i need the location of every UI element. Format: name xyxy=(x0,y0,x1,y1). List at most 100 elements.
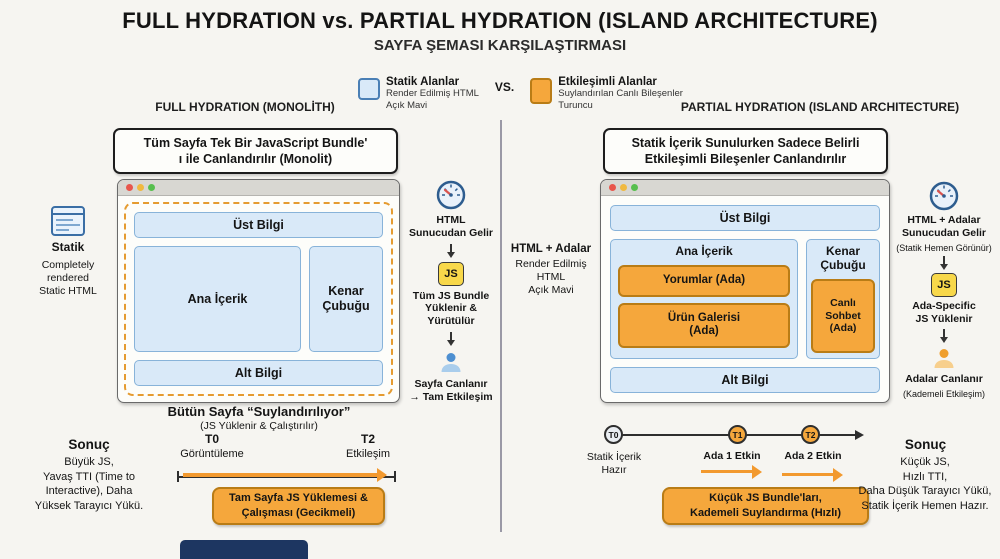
static-color-swatch xyxy=(358,78,380,100)
minimize-dot-icon xyxy=(620,184,627,191)
legend-vs-label: VS. xyxy=(494,80,515,94)
user-icon xyxy=(934,348,954,368)
legend: Statik Alanlar Render Edilmiş HTML Açık … xyxy=(358,76,683,112)
down-arrow-icon xyxy=(447,243,455,258)
timeline-node-t1: T1 xyxy=(728,425,747,444)
close-dot-icon xyxy=(126,184,133,191)
legend-interactive-group: Etkileşimli Alanlar Suylandırılan Canlı … xyxy=(530,76,683,112)
minimize-dot-icon xyxy=(137,184,144,191)
left-timeline-t2: T2 Etkileşim xyxy=(333,432,403,461)
watermark-bar xyxy=(180,540,308,559)
left-sidebar-region: Kenar Çubuğu xyxy=(309,246,383,352)
legend-static-label: Statik Alanlar xyxy=(386,76,460,88)
right-sidebar-region: Kenar Çubuğu Canlı Sohbet (Ada) xyxy=(806,239,880,359)
left-hydrate-title: Bütün Sayfa “Suylandırılıyor” xyxy=(167,404,351,419)
right-section-label: PARTIAL HYDRATION (ISLAND ARCHITECTURE) xyxy=(680,100,960,114)
page-subtitle: SAYFA ŞEMASI KARŞILAŞTIRMASI xyxy=(373,37,627,54)
right-title-box: Statik İçerik Sunulurken Sadece Belirli … xyxy=(603,128,888,174)
left-browser-body: Üst Bilgi Ana İçerik Kenar Çubuğu Alt Bi… xyxy=(118,196,399,402)
legend-static-group: Statik Alanlar Render Edilmiş HTML Açık … xyxy=(358,76,479,112)
user-icon xyxy=(441,352,461,372)
legend-interactive-text: Etkileşimli Alanlar Suylandırılan Canlı … xyxy=(558,76,683,112)
right-step2-text: Ada-Specific JS Yüklenir xyxy=(912,300,976,326)
left-main-region: Ana İçerik xyxy=(134,246,301,352)
left-result-title: Sonuç xyxy=(68,437,110,452)
left-section-label: FULL HYDRATION (MONOLİTH) xyxy=(155,100,335,114)
down-arrow-icon xyxy=(940,328,948,343)
interactive-color-swatch xyxy=(530,78,553,104)
island-gallery: Ürün Galerisi (Ada) xyxy=(618,302,790,348)
left-step1-text: HTML Sunucudan Gelir xyxy=(408,214,493,239)
right-steps-column: HTML + Adalar Sunucudan Gelir (Statik He… xyxy=(893,181,995,400)
right-sidebar-label: Kenar Çubuğu xyxy=(820,244,866,272)
right-orange-note: Küçük JS Bundle'ları, Kademeli Suylandır… xyxy=(662,487,869,525)
close-dot-icon xyxy=(609,184,616,191)
island2-progress-arrow xyxy=(782,468,843,482)
speedometer-icon xyxy=(436,180,466,210)
right-browser-layout: Üst Bilgi Ana İçerik Yorumlar (Ada) Ürün… xyxy=(607,202,883,396)
right-main-label: Ana İçerik xyxy=(675,244,733,258)
right-step3-title: Adalar Canlanır xyxy=(905,372,983,385)
t2-active-label: Ada 2 Etkin xyxy=(784,450,842,462)
maximize-dot-icon xyxy=(631,184,638,191)
static-note-body: Completely rendered Static HTML xyxy=(39,258,97,297)
t0-marker: T0 xyxy=(204,432,219,446)
down-arrow-icon xyxy=(940,256,948,271)
timeline-node-t2: T2 xyxy=(801,425,820,444)
js-bundle-icon: JS xyxy=(931,273,957,298)
left-title-box: Tüm Sayfa Tek Bir JavaScript Bundle' ı i… xyxy=(113,128,398,174)
left-timeline-t0: T0 Görüntüleme xyxy=(172,432,252,461)
maximize-dot-icon xyxy=(148,184,155,191)
js-bundle-icon: JS xyxy=(438,261,464,286)
center-divider xyxy=(500,120,502,532)
left-step2-text: Tüm JS Bundle Yüklenir & Yürütülür xyxy=(412,289,490,328)
right-result-title: Sonuç xyxy=(904,437,947,452)
right-header-region: Üst Bilgi xyxy=(610,205,880,231)
static-html-icon xyxy=(51,206,85,236)
full-hydration-boundary: Üst Bilgi Ana İçerik Kenar Çubuğu Alt Bi… xyxy=(124,202,393,396)
html-note-body: Render Edilmiş HTML Açık Mavi xyxy=(515,258,587,297)
down-arrow-icon xyxy=(447,331,455,346)
left-timeline-line xyxy=(178,476,395,478)
t0-ready-label: Statik İçerik Hazır xyxy=(586,451,642,477)
right-browser-titlebar xyxy=(601,180,889,196)
right-browser-body: Üst Bilgi Ana İçerik Yorumlar (Ada) Ürün… xyxy=(601,196,889,402)
legend-interactive-label: Etkileşimli Alanlar xyxy=(558,76,657,88)
island1-progress-arrow xyxy=(701,465,762,479)
left-hydrate-sub: (JS Yüklenir & Çalıştırılır) xyxy=(200,420,318,432)
t2-label: Etkileşim xyxy=(345,447,390,460)
right-mid-row: Ana İçerik Yorumlar (Ada) Ürün Galerisi … xyxy=(610,239,880,359)
island-comments: Yorumlar (Ada) xyxy=(618,264,790,297)
left-progress-arrow xyxy=(183,468,387,482)
left-step3-text: Sayfa Canlanır → Tam Etkileşim xyxy=(409,377,493,403)
left-browser-window: Üst Bilgi Ana İçerik Kenar Çubuğu Alt Bi… xyxy=(117,179,400,403)
static-note-title: Statik xyxy=(51,240,85,254)
left-result-body: Büyük JS, Yavaş TTI (Time to Interactive… xyxy=(34,456,144,512)
t1-active-label: Ada 1 Etkin xyxy=(703,450,761,462)
html-note-title: HTML + Adalar xyxy=(510,243,592,255)
right-footer-region: Alt Bilgi xyxy=(610,367,880,393)
right-step3-sub: (Kademeli Etkileşim) xyxy=(902,388,986,399)
right-browser-window: Üst Bilgi Ana İçerik Yorumlar (Ada) Ürün… xyxy=(600,179,890,403)
t0-label: Görüntüleme xyxy=(180,447,244,460)
right-step1-sub: (Statik Hemen Görünür) xyxy=(896,242,992,253)
page-title: FULL HYDRATION vs. PARTIAL HYDRATION (IS… xyxy=(122,8,878,33)
left-mid-row: Ana İçerik Kenar Çubuğu xyxy=(134,246,383,352)
island-chat: Canlı Sohbet (Ada) xyxy=(811,278,875,353)
left-steps-column: HTML Sunucudan Gelir JS Tüm JS Bundle Yü… xyxy=(405,180,497,404)
left-browser-titlebar xyxy=(118,180,399,196)
left-static-note: Statik Completely rendered Static HTML xyxy=(22,206,114,298)
timeline-tick xyxy=(394,471,396,482)
left-header-region: Üst Bilgi xyxy=(134,212,383,238)
t2-marker: T2 xyxy=(360,432,375,446)
left-footer-region: Alt Bilgi xyxy=(134,360,383,386)
legend-interactive-desc: Suylandırılan Canlı Bileşenler Turuncu xyxy=(558,88,683,111)
legend-static-desc: Render Edilmiş HTML Açık Mavi xyxy=(386,88,479,111)
left-orange-note: Tam Sayfa JS Yüklemesi & Çalışması (Geci… xyxy=(212,487,385,525)
right-result-body: Küçük JS, Hızlı TTI, Daha Düşük Tarayıcı… xyxy=(858,456,992,512)
legend-static-text: Statik Alanlar Render Edilmiş HTML Açık … xyxy=(386,76,479,112)
speedometer-icon xyxy=(929,181,959,211)
right-html-note: HTML + Adalar Render Edilmiş HTML Açık M… xyxy=(504,242,598,297)
right-step1-title: HTML + Adalar Sunucudan Gelir xyxy=(901,214,986,239)
